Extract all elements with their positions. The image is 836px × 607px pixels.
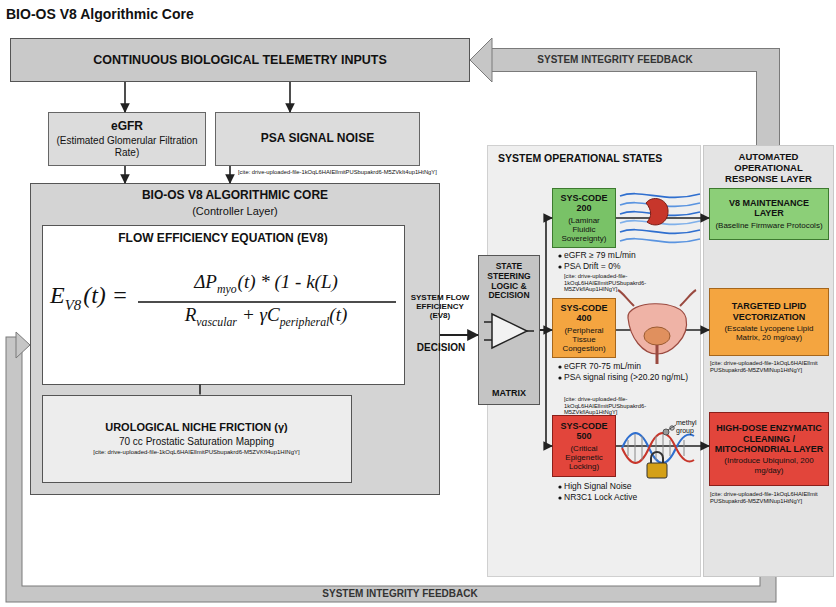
- node-text: [cite: drive-uploaded-file-1kOqL6HAIEllm…: [93, 449, 299, 456]
- response-box: TARGETED LIPID VECTORIZATION (Escalate Ly…: [709, 288, 829, 356]
- node-heading: SYS-CODE 200: [556, 193, 612, 214]
- node-text: (Introduce Ubiquinol, 200 mg/day): [713, 456, 825, 474]
- node-heading: CONTINUOUS BIOLOGICAL TELEMETRY INPUTS: [93, 53, 387, 67]
- node-text: (Baseline Firmware Protocols): [715, 221, 822, 230]
- flow-arrow: [124, 82, 126, 112]
- node-heading: STATE STEERING LOGIC & DECISION: [481, 262, 537, 301]
- node-text: (Estimated Glomerular Filtration Rate): [52, 135, 202, 158]
- node-text: (Critical Epigenetic Locking): [556, 444, 612, 472]
- node-heading: BIO-OS V8 ALGORITHMIC CORE: [142, 189, 328, 203]
- feedback-head: [470, 38, 492, 82]
- node-heading: TARGETED LIPID VECTORIZATION: [713, 301, 825, 322]
- flow-arrow: [124, 166, 126, 183]
- controller-box: BIO-OS V8 ALGORITHMIC CORE (Controller La…: [30, 183, 440, 495]
- input-box: eGFR(Estimated Glomerular Filtration Rat…: [48, 112, 206, 166]
- node-text: MATRIX: [492, 388, 526, 398]
- edge-label: SYSTEM INTEGRITY FEEDBACK: [322, 589, 477, 599]
- friction-box: UROLOGICAL NICHE FRICTION (γ) 70 cc Prost…: [42, 395, 352, 483]
- response-panel: AUTOMATED OPERATIONAL RESPONSE LAYERV8 M…: [703, 145, 834, 577]
- node-text: (Peripheral Tissue Congestion): [556, 326, 612, 354]
- equation-box: FLOW EFFICIENCY EQUATION (EV8): [42, 225, 405, 385]
- citation-note: [cite: drive-uploaded-file-1kOqL6HAIEllm…: [238, 169, 438, 176]
- edge-label: SYSTEM INTEGRITY FEEDBACK: [537, 55, 692, 65]
- state-box: SYS-CODE 500(Critical Epigenetic Locking…: [552, 415, 616, 477]
- node-text: (Escalate Lycopene Lipid Matrix, 20 mg/o…: [713, 324, 825, 342]
- feedback-body: [492, 60, 768, 145]
- feedback-arrow: [470, 38, 768, 145]
- node-heading: SYS-CODE 400: [556, 303, 612, 324]
- input-band: CONTINUOUS BIOLOGICAL TELEMETRY INPUTS: [10, 38, 470, 82]
- node-heading: PSA SIGNAL NOISE: [261, 132, 374, 146]
- input-box: PSA SIGNAL NOISE: [215, 112, 420, 166]
- node-text: (Controller Layer): [192, 205, 278, 218]
- diagram-title: BIO-OS V8 Algorithmic Core: [6, 6, 194, 22]
- response-box: V8 MAINTENANCE LAYER (Baseline Firmware P…: [709, 188, 829, 240]
- node-heading: AUTOMATED OPERATIONAL RESPONSE LAYER: [708, 152, 829, 185]
- node-heading: HIGH-DOSE ENZYMATIC CLEANING / MITOCHOND…: [713, 423, 825, 454]
- node-heading: UROLOGICAL NICHE FRICTION (γ): [105, 421, 288, 434]
- state-box: SYS-CODE 200(Laminar Fluidic Sovereignty…: [552, 188, 616, 248]
- response-box: HIGH-DOSE ENZYMATIC CLEANING / MITOCHOND…: [709, 412, 829, 486]
- feedback-outline: [492, 60, 768, 145]
- node-text: 70 cc Prostatic Saturation Mapping: [119, 436, 274, 448]
- node-heading: SYSTEM OPERATIONAL STATES: [498, 152, 662, 164]
- node-heading: FLOW EFFICIENCY EQUATION (EV8): [118, 232, 328, 246]
- flow-arrow: [289, 82, 291, 112]
- node-text: (Laminar Fluidic Sovereignty): [556, 216, 612, 244]
- feedback-head: [16, 332, 30, 358]
- node-heading: V8 MAINTENANCE LAYER: [713, 198, 825, 219]
- node-heading: eGFR: [111, 120, 143, 134]
- decision-box: STATE STEERING LOGIC & DECISION MATRIX: [478, 255, 540, 405]
- node-heading: SYS-CODE 500: [556, 421, 612, 442]
- state-box: SYS-CODE 400(Peripheral Tissue Congestio…: [552, 298, 616, 358]
- flow-arrow: [440, 334, 478, 336]
- flow-arrow: [229, 166, 231, 183]
